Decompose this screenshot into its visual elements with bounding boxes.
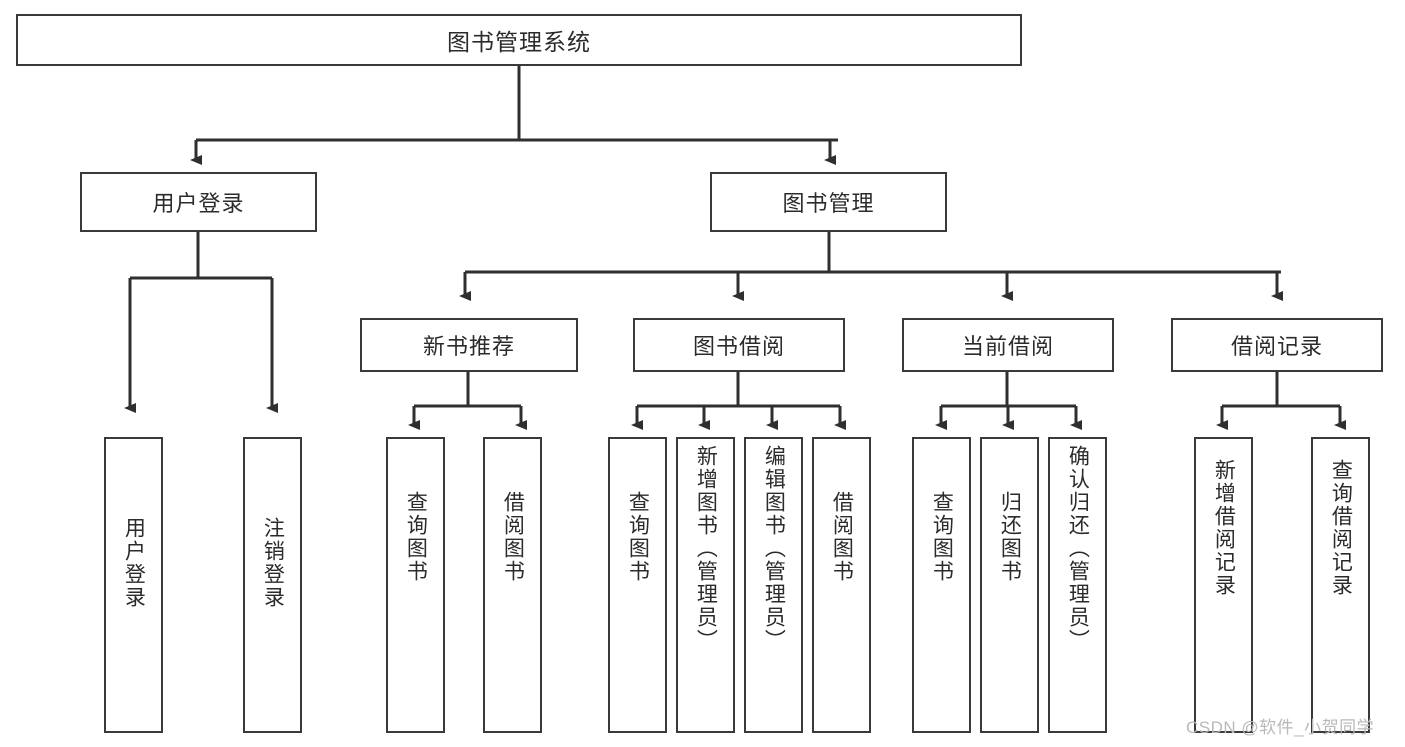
leaf-label: 借阅图书 — [830, 491, 854, 583]
leaf-borrow-book-recommend[interactable]: 借阅图书 — [483, 437, 542, 733]
leaf-add-book-admin[interactable]: 新增图书（管理员） — [676, 437, 735, 733]
leaf-edit-book-admin[interactable]: 编辑图书（管理员） — [744, 437, 803, 733]
node-label: 图书借阅 — [692, 334, 785, 359]
node-user-login[interactable]: 用户登录 — [80, 172, 317, 232]
leaf-label: 查询图书 — [404, 491, 428, 583]
node-book-borrow[interactable]: 图书借阅 — [633, 318, 845, 372]
leaf-query-book-recommend[interactable]: 查询图书 — [386, 437, 445, 733]
leaf-label: 查询图书 — [930, 491, 954, 583]
leaf-user-login[interactable]: 用户登录 — [104, 437, 163, 733]
leaf-return-book[interactable]: 归还图书 — [980, 437, 1039, 733]
leaf-logout[interactable]: 注销登录 — [243, 437, 302, 733]
leaf-label: 归还图书 — [998, 491, 1022, 583]
leaf-label: 注销登录 — [261, 517, 285, 609]
watermark-text: CSDN @软件_小贺同学 — [1186, 718, 1375, 737]
leaf-label: 编辑图书（管理员） — [762, 445, 786, 652]
leaf-query-borrow-record[interactable]: 查询借阅记录 — [1311, 437, 1370, 733]
leaf-confirm-return-admin[interactable]: 确认归还（管理员） — [1048, 437, 1107, 733]
leaf-label: 借阅图书 — [501, 491, 525, 583]
leaf-query-book-borrow[interactable]: 查询图书 — [608, 437, 667, 733]
node-root-book-management-system[interactable]: 图书管理系统 — [16, 14, 1022, 66]
node-label: 借阅记录 — [1230, 334, 1323, 359]
leaf-label: 用户登录 — [122, 517, 146, 609]
leaf-add-borrow-record[interactable]: 新增借阅记录 — [1194, 437, 1253, 733]
leaf-borrow-book[interactable]: 借阅图书 — [812, 437, 871, 733]
node-label: 图书管理 — [782, 191, 875, 216]
node-current-borrow[interactable]: 当前借阅 — [902, 318, 1114, 372]
node-label: 新书推荐 — [422, 334, 515, 359]
leaf-label: 查询借阅记录 — [1329, 459, 1353, 597]
node-label: 用户登录 — [152, 191, 245, 216]
node-label: 图书管理系统 — [447, 29, 591, 55]
node-borrow-record[interactable]: 借阅记录 — [1171, 318, 1383, 372]
node-new-book-recommend[interactable]: 新书推荐 — [360, 318, 578, 372]
leaf-label: 新增借阅记录 — [1212, 459, 1236, 597]
leaf-label: 新增图书（管理员） — [694, 445, 718, 652]
leaf-label: 查询图书 — [626, 491, 650, 583]
leaf-query-book-current[interactable]: 查询图书 — [912, 437, 971, 733]
node-label: 当前借阅 — [961, 334, 1054, 359]
leaf-label: 确认归还（管理员） — [1066, 445, 1090, 652]
node-book-management[interactable]: 图书管理 — [710, 172, 947, 232]
